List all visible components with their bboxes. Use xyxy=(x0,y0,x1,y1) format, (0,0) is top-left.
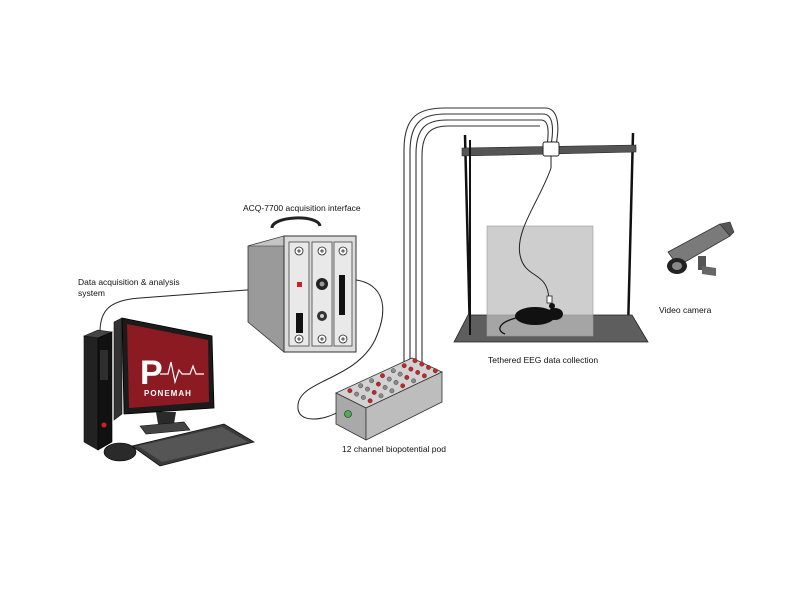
pod-connector xyxy=(344,410,352,418)
video-camera xyxy=(667,221,735,276)
pod-jack xyxy=(390,368,396,374)
heartbeat-icon xyxy=(160,361,204,385)
label-acquisition-interface: ACQ-7700 acquisition interface xyxy=(243,203,361,213)
cable-computer-to-interface xyxy=(99,285,301,333)
interface-status-led xyxy=(297,282,302,287)
pod-jack xyxy=(382,384,388,390)
ponemah-brand-name: PONEMAH xyxy=(144,389,192,398)
tether-wire xyxy=(518,167,552,301)
pod-jack xyxy=(411,378,416,384)
pod-jack xyxy=(389,388,395,394)
pod-jack xyxy=(426,364,431,370)
pod-jack xyxy=(347,388,353,394)
pod-jack xyxy=(386,376,392,382)
rat xyxy=(499,295,563,335)
mouse xyxy=(103,442,137,462)
pod-jack xyxy=(432,368,438,374)
label-acquisition-system: Data acquisition & analysis system xyxy=(78,277,180,298)
pod-jack xyxy=(360,394,366,400)
cage-pole-back-right xyxy=(626,132,635,331)
cable-interface-to-pod xyxy=(297,279,384,420)
ponemah-logo-letter: P xyxy=(140,354,163,392)
pod-jack xyxy=(419,361,425,367)
biopotential-pod xyxy=(335,357,443,441)
power-button-icon xyxy=(101,422,107,428)
pod-jack xyxy=(415,369,421,375)
pod-jack xyxy=(365,386,370,392)
computer-tower xyxy=(97,331,113,451)
pod-jack xyxy=(354,391,359,397)
pod-jack xyxy=(404,374,410,380)
pod-jack xyxy=(400,383,406,389)
label-tethered-collection: Tethered EEG data collection xyxy=(488,355,599,365)
computer-system: P PONEMAH xyxy=(82,317,256,467)
tether-cage xyxy=(453,132,649,343)
pod-jack xyxy=(397,371,403,377)
acquisition-interface xyxy=(247,216,357,353)
pod-jack xyxy=(412,358,418,364)
pod-jack xyxy=(358,383,364,389)
pod-jack xyxy=(380,373,385,379)
pod-jack xyxy=(408,366,414,372)
monitor-screen xyxy=(127,324,209,408)
pod-jack xyxy=(401,363,407,369)
cables xyxy=(99,279,384,420)
tether-cable-bundle xyxy=(403,107,559,370)
pod-jack xyxy=(421,373,427,379)
pod-jack xyxy=(375,381,381,387)
commutator xyxy=(542,141,560,157)
pod-jack xyxy=(369,378,374,384)
pod-jack xyxy=(367,398,373,404)
pod-jack xyxy=(371,389,377,395)
label-video-camera: Video camera xyxy=(659,305,712,315)
label-biopotential-pod: 12 channel biopotential pod xyxy=(342,444,446,454)
pod-jack xyxy=(393,379,399,385)
pod-jack xyxy=(378,393,384,399)
pod-jacks xyxy=(347,358,438,404)
